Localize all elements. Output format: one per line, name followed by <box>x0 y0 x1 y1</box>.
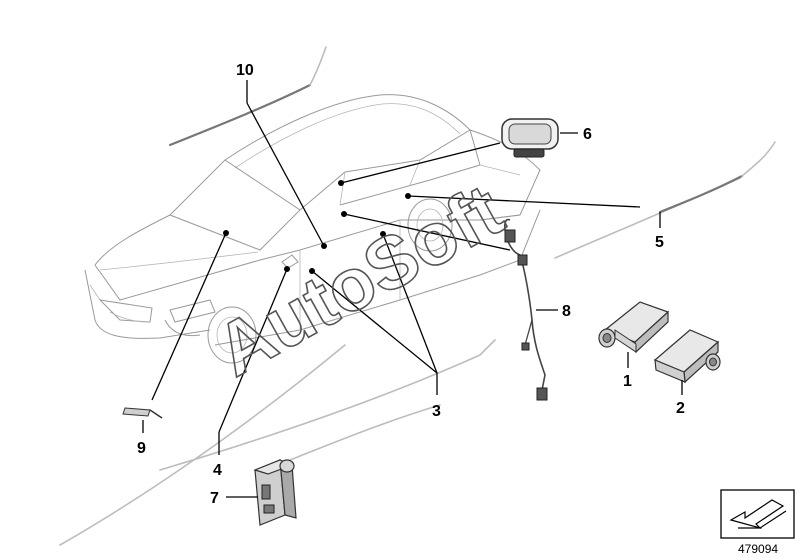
callout-7: 7 <box>210 490 219 507</box>
callout-5: 5 <box>655 234 664 251</box>
callout-labels: 10 6 5 8 1 2 3 9 4 7 <box>137 62 685 507</box>
part-9-connector <box>122 407 163 419</box>
part-5-light-guide <box>554 141 776 259</box>
part-7-control-unit <box>253 459 297 526</box>
callout-10: 10 <box>236 62 254 79</box>
callout-1: 1 <box>623 373 632 390</box>
callout-2: 2 <box>676 400 685 417</box>
callout-9: 9 <box>137 440 146 457</box>
part-8-wiring-harness <box>504 219 548 401</box>
part-10-strip <box>168 46 327 147</box>
direction-arrow-icon <box>720 489 795 539</box>
car-outline <box>84 94 541 364</box>
reference-number: 479094 <box>738 542 778 556</box>
bottom-cables <box>59 339 496 546</box>
callout-8: 8 <box>562 303 571 320</box>
watermark: AutoSoft <box>203 168 516 392</box>
callout-3: 3 <box>432 403 441 420</box>
part-2-sensor <box>653 329 721 384</box>
callout-6: 6 <box>583 126 592 143</box>
part-1-sensor <box>598 301 670 354</box>
callout-4: 4 <box>213 462 222 479</box>
part-6-light-unit <box>501 118 559 158</box>
leader-lines <box>142 80 683 498</box>
